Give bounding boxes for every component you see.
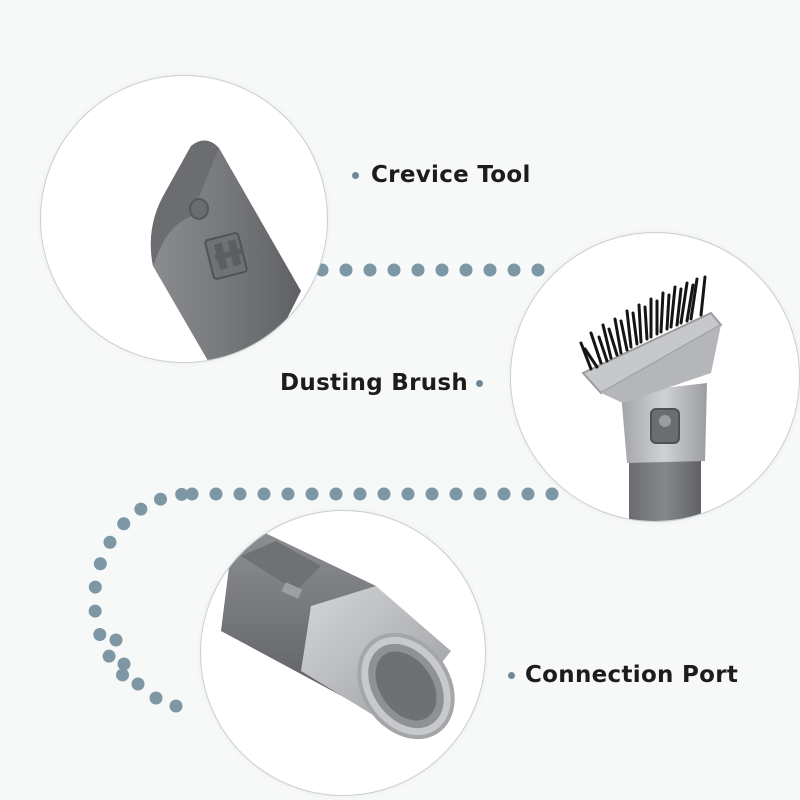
connector-dot [483, 263, 497, 277]
connector-dot [401, 487, 415, 501]
connector-dot [531, 263, 545, 277]
connector-dot [497, 487, 511, 501]
bullet-dot-icon [352, 171, 359, 179]
dusting-brush-circle [510, 232, 800, 522]
connector-dot [102, 649, 116, 663]
connector-dot [88, 580, 102, 594]
connection-port-image [221, 531, 455, 740]
crevice-tool-label: Crevice Tool [352, 162, 531, 188]
connector-dot [209, 487, 223, 501]
connector-dot [329, 487, 343, 501]
connector-dot [117, 657, 131, 671]
bullet-dot-icon [476, 379, 484, 387]
connector-dot [185, 487, 199, 501]
connector-dot [257, 487, 271, 501]
connector-dot [449, 487, 463, 501]
connector-dot [109, 633, 123, 647]
connector-dot [149, 691, 163, 705]
connector-dot [507, 263, 521, 277]
connector-dot [473, 487, 487, 501]
connector-dot [117, 517, 131, 531]
connector-dot [233, 487, 247, 501]
connector-dot [387, 263, 401, 277]
dusting-brush-image [579, 275, 723, 521]
connector-dot [88, 604, 102, 618]
connector-dot [103, 535, 117, 549]
connector-dot [175, 487, 189, 501]
crevice-tool-image [150, 140, 301, 362]
connector-dot [93, 628, 107, 642]
dotted-line-brush-to-port [88, 487, 559, 713]
connector-dot [459, 263, 473, 277]
connector-dot [521, 487, 535, 501]
connector-dot [281, 487, 295, 501]
connector-dot [131, 677, 145, 691]
connection-port-circle [200, 510, 486, 796]
connector-dot [377, 487, 391, 501]
connector-dot [305, 487, 319, 501]
connection-port-text: Connection Port [525, 662, 739, 688]
connector-dot [425, 487, 439, 501]
connector-dot [134, 502, 148, 516]
connector-dot [353, 487, 367, 501]
crevice-tool-text: Crevice Tool [371, 162, 531, 188]
connector-dot [116, 668, 130, 682]
connector-dot [435, 263, 449, 277]
dotted-line-crevice-to-brush [315, 263, 545, 277]
connector-dot [154, 492, 168, 506]
connector-dot [545, 487, 559, 501]
crevice-tool-circle [40, 75, 328, 363]
connector-dot [169, 699, 183, 713]
connector-dot [363, 263, 377, 277]
connection-port-label: Connection Port [508, 662, 738, 688]
dusting-brush-label: Dusting Brush [280, 370, 484, 396]
dusting-brush-text: Dusting Brush [280, 370, 469, 396]
connector-dot [93, 557, 107, 571]
connector-dot [339, 263, 353, 277]
bullet-dot-icon [508, 671, 515, 679]
connector-dot [411, 263, 425, 277]
